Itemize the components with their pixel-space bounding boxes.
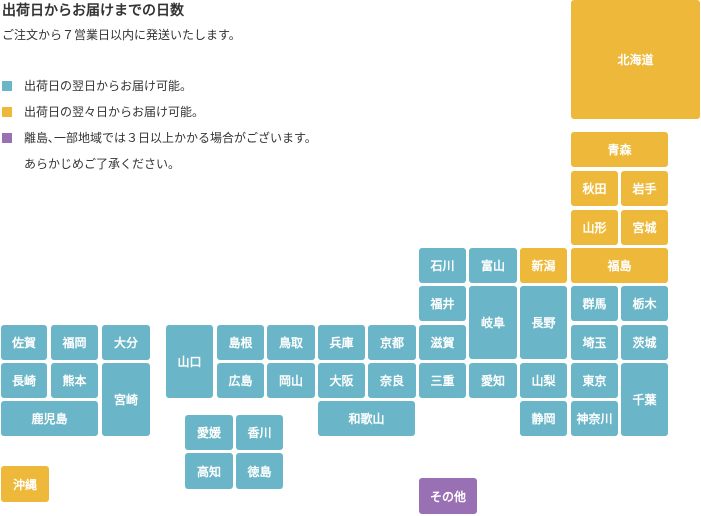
pref-saitama[interactable]: 埼玉 bbox=[571, 325, 618, 360]
pref-hyogo[interactable]: 兵庫 bbox=[318, 325, 365, 360]
pref-toyama[interactable]: 富山 bbox=[469, 248, 517, 283]
pref-mie[interactable]: 三重 bbox=[419, 363, 466, 398]
page-subtitle: ご注文から７営業日以内に発送いたします。 bbox=[2, 28, 241, 42]
pref-kagawa[interactable]: 香川 bbox=[236, 415, 283, 450]
pref-kumamoto[interactable]: 熊本 bbox=[51, 363, 98, 398]
pref-kochi[interactable]: 高知 bbox=[185, 453, 233, 489]
pref-fukui[interactable]: 福井 bbox=[419, 286, 466, 321]
pref-tokyo[interactable]: 東京 bbox=[571, 363, 618, 398]
pref-yamagata[interactable]: 山形 bbox=[571, 210, 618, 245]
pref-tokushima[interactable]: 徳島 bbox=[236, 453, 283, 489]
pref-fukuoka[interactable]: 福岡 bbox=[51, 325, 98, 360]
pref-miyazaki[interactable]: 宮崎 bbox=[102, 363, 150, 436]
pref-yamanashi[interactable]: 山梨 bbox=[520, 363, 567, 398]
pref-tottori[interactable]: 鳥取 bbox=[267, 325, 315, 360]
pref-yamaguchi[interactable]: 山口 bbox=[166, 325, 213, 398]
pref-shiga[interactable]: 滋賀 bbox=[419, 325, 466, 360]
pref-aomori[interactable]: 青森 bbox=[571, 132, 668, 167]
pref-ishikawa[interactable]: 石川 bbox=[419, 248, 466, 283]
pref-gifu[interactable]: 岐阜 bbox=[469, 286, 517, 359]
pref-other[interactable]: その他 bbox=[419, 478, 477, 514]
pref-nagasaki[interactable]: 長崎 bbox=[1, 363, 47, 398]
pref-ehime[interactable]: 愛媛 bbox=[185, 415, 233, 450]
pref-hiroshima[interactable]: 広島 bbox=[217, 363, 264, 398]
pref-nara[interactable]: 奈良 bbox=[368, 363, 416, 398]
pref-shizuoka[interactable]: 静岡 bbox=[520, 401, 567, 436]
pref-okinawa[interactable]: 沖縄 bbox=[1, 466, 49, 502]
page-title: 出荷日からお届けまでの日数 bbox=[2, 3, 184, 19]
pref-iwate[interactable]: 岩手 bbox=[621, 171, 668, 206]
pref-wakayama[interactable]: 和歌山 bbox=[318, 401, 415, 436]
legend-swatch-blue bbox=[2, 81, 12, 91]
pref-aichi[interactable]: 愛知 bbox=[469, 363, 517, 398]
pref-akita[interactable]: 秋田 bbox=[571, 171, 618, 206]
legend-label: 離島､一部地域では３日以上かかる場合がございます。 bbox=[24, 131, 317, 145]
pref-chiba[interactable]: 千葉 bbox=[621, 363, 668, 436]
pref-miyagi[interactable]: 宮城 bbox=[621, 210, 668, 245]
pref-oita[interactable]: 大分 bbox=[102, 325, 150, 360]
pref-shimane[interactable]: 島根 bbox=[217, 325, 264, 360]
pref-niigata[interactable]: 新潟 bbox=[520, 248, 567, 283]
pref-saga[interactable]: 佐賀 bbox=[1, 325, 47, 360]
legend-swatch-yellow bbox=[2, 107, 12, 117]
pref-kagoshima[interactable]: 鹿児島 bbox=[1, 401, 98, 436]
pref-kyoto[interactable]: 京都 bbox=[368, 325, 416, 360]
pref-okayama[interactable]: 岡山 bbox=[267, 363, 315, 398]
pref-gunma[interactable]: 群馬 bbox=[571, 286, 618, 321]
pref-hokkaido[interactable]: 北海道 bbox=[571, 0, 700, 119]
legend-note: あらかじめご了承ください。 bbox=[24, 157, 181, 171]
pref-fukushima[interactable]: 福島 bbox=[571, 248, 668, 283]
pref-ibaraki[interactable]: 茨城 bbox=[621, 325, 668, 360]
legend-swatch-purple bbox=[2, 133, 12, 143]
pref-osaka[interactable]: 大阪 bbox=[318, 363, 365, 398]
pref-kanagawa[interactable]: 神奈川 bbox=[571, 401, 618, 436]
legend-label: 出荷日の翌日からお届け可能。 bbox=[24, 79, 193, 93]
legend-label: 出荷日の翌々日からお届け可能。 bbox=[24, 105, 205, 119]
pref-tochigi[interactable]: 栃木 bbox=[621, 286, 668, 321]
pref-nagano[interactable]: 長野 bbox=[520, 286, 567, 359]
